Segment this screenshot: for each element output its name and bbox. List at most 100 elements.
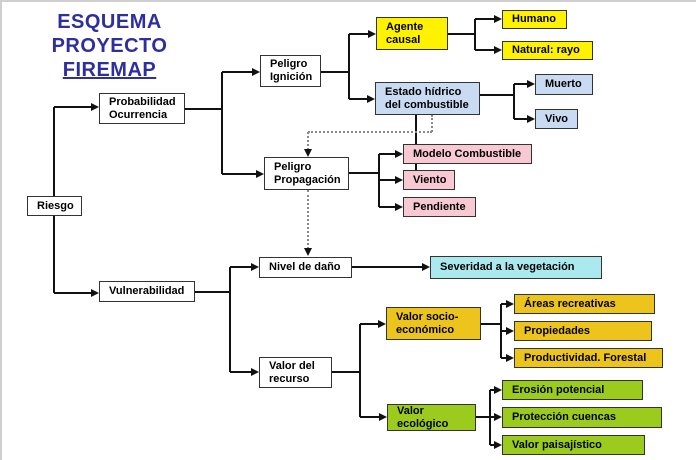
- node-vulnerabilidad: Vulnerabilidad: [99, 281, 195, 302]
- node-agente-causal: Agente causal: [376, 17, 448, 50]
- arrowhead-icon: [252, 67, 260, 76]
- connector-line: [474, 19, 476, 50]
- connector-line: [360, 323, 379, 325]
- arrowhead-icon: [494, 385, 502, 394]
- arrowhead-icon: [422, 262, 430, 271]
- arrowhead-icon: [395, 149, 403, 158]
- node-humano: Humano: [502, 10, 567, 29]
- connector-line: [195, 291, 230, 293]
- connector-line: [349, 33, 369, 35]
- dotted-connector-line: [431, 115, 433, 132]
- node-peligro-ignicion: Peligro Ignición: [260, 55, 321, 87]
- arrowhead-icon: [395, 202, 403, 211]
- connector-line: [481, 323, 501, 325]
- diagram-title: ESQUEMA PROYECTO FIREMAP: [32, 10, 187, 82]
- connector-line: [379, 206, 396, 208]
- arrowhead-icon: [494, 412, 502, 421]
- title-line-2: PROYECTO: [51, 35, 168, 57]
- connector-line: [222, 173, 257, 175]
- arrowhead-icon: [303, 248, 312, 256]
- arrowhead-icon: [506, 326, 514, 335]
- connector-line: [332, 371, 360, 373]
- arrowhead-icon: [494, 45, 502, 54]
- connector-line: [53, 216, 55, 293]
- connector-line: [475, 18, 495, 20]
- arrowhead-icon: [506, 353, 514, 362]
- title-line-1: ESQUEMA: [57, 11, 162, 33]
- connector-line: [359, 324, 361, 417]
- node-natural-rayo: Natural: rayo: [502, 41, 593, 60]
- node-propiedades: Propiedades: [514, 321, 652, 341]
- connector-line: [490, 389, 495, 391]
- node-valor-paisajistico: Valor paisajístico: [502, 435, 645, 455]
- node-erosion-potencial: Erosión potencial: [502, 380, 643, 400]
- connector-line: [501, 357, 507, 359]
- node-modelo-combustible: Modelo Combustible: [403, 144, 532, 164]
- connector-line: [352, 266, 423, 268]
- connector-line: [490, 444, 495, 446]
- arrowhead-icon: [256, 169, 264, 178]
- connector-line: [379, 153, 396, 155]
- connector-line: [513, 84, 515, 119]
- node-peligro-propagacion: Peligro Propagación: [264, 157, 349, 190]
- connector-line: [221, 72, 223, 174]
- node-valor-ecologico: Valor ecológico: [387, 404, 476, 431]
- title-line-3: FIREMAP: [62, 59, 157, 81]
- dotted-connector-line: [308, 131, 432, 133]
- node-valor-del-recurso: Valor del recurso: [259, 357, 332, 388]
- connector-line: [514, 118, 528, 120]
- connector-line: [448, 33, 475, 35]
- connector-line: [480, 94, 514, 96]
- connector-line: [230, 266, 252, 268]
- connector-line: [501, 330, 507, 332]
- connector-line: [360, 416, 380, 418]
- arrowhead-icon: [251, 262, 259, 271]
- arrowhead-icon: [494, 14, 502, 23]
- arrowhead-icon: [367, 94, 375, 103]
- node-areas-recreativas: Áreas recreativas: [514, 294, 655, 314]
- arrowhead-icon: [527, 79, 535, 88]
- node-probabilidad-ocurrencia: Probabilidad Ocurrencia: [99, 93, 185, 124]
- dotted-connector-line: [307, 132, 309, 150]
- node-severidad-vegetacion: Severidad a la vegetación: [430, 256, 602, 279]
- node-estado-hidrico: Estado hídrico del combustible: [375, 82, 480, 115]
- connector-line: [321, 71, 349, 73]
- node-productividad-forestal: Productividad. Forestal: [514, 348, 663, 368]
- connector-line: [53, 107, 55, 196]
- connector-line: [348, 34, 350, 99]
- connector-line: [476, 416, 490, 418]
- connector-line: [349, 98, 368, 100]
- connector-line: [229, 267, 231, 372]
- arrowhead-icon: [379, 412, 387, 421]
- arrowhead-icon: [378, 319, 386, 328]
- node-vivo: Vivo: [535, 109, 578, 129]
- node-muerto: Muerto: [535, 74, 593, 95]
- arrowhead-icon: [494, 440, 502, 449]
- node-pendiente: Pendiente: [403, 197, 476, 217]
- connector-line: [379, 179, 396, 181]
- node-riesgo: Riesgo: [27, 196, 82, 216]
- connector-line: [514, 83, 528, 85]
- connector-line: [185, 108, 222, 110]
- dotted-connector-line: [307, 190, 309, 249]
- arrowhead-icon: [91, 102, 99, 111]
- arrowhead-icon: [91, 288, 99, 297]
- connector-line: [501, 303, 507, 305]
- connector-line: [415, 115, 417, 170]
- connector-line: [475, 49, 495, 51]
- arrowhead-icon: [527, 114, 535, 123]
- connector-line: [230, 371, 252, 373]
- arrowhead-icon: [251, 367, 259, 376]
- arrowhead-icon: [395, 175, 403, 184]
- connector-line: [54, 106, 92, 108]
- arrowhead-icon: [303, 149, 312, 157]
- connector-line: [349, 172, 379, 174]
- arrowhead-icon: [506, 299, 514, 308]
- node-nivel-de-dano: Nivel de daño: [259, 257, 352, 278]
- node-valor-socioeconomico: Valor socio- económico: [386, 307, 481, 340]
- connector-line: [490, 416, 495, 418]
- node-viento: Viento: [403, 170, 455, 190]
- connector-line: [222, 71, 253, 73]
- node-proteccion-cuencas: Protección cuencas: [502, 407, 662, 428]
- connector-line: [54, 292, 92, 294]
